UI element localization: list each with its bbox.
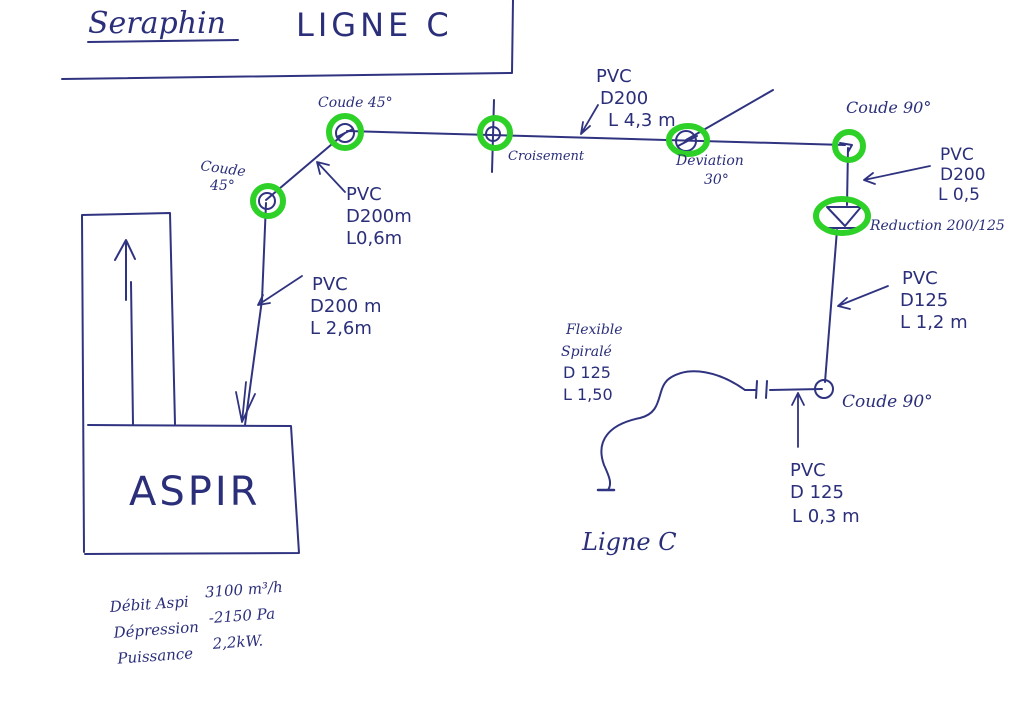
elbow-45-top-mark [336,128,354,138]
pipe-right-upper-diameter: D200 [940,165,986,185]
line-c-label: Ligne C [581,528,677,556]
pipe-top-diameter: D200 [600,88,648,109]
label-deviation-2: 30° [704,172,729,188]
pipe-bottom-type: PVC [790,460,826,481]
fitting-symbols [258,123,862,399]
label-coude45-top: Coude 45° [318,95,393,111]
label-deviation-1: Deviation [675,153,744,169]
pipe-diag-length: L0,6m [346,228,402,249]
pipe-vertical-left [244,202,267,426]
pipe-right-upper-type: PVC [940,145,974,165]
pipe-top-length: L 4,3 m [608,110,676,131]
pipe-top-type: PVC [596,66,632,87]
flexible-hose [600,370,746,491]
arrow-top-pipe [580,104,599,135]
pipe-right-lower [824,229,838,383]
deviation-branch [685,89,774,141]
header-frame [61,0,514,80]
header-title: Seraphin [88,6,226,41]
arrow-diag-pipe [316,161,346,193]
aspirator: ASPIR [81,212,300,555]
flex-line1: Flexible [565,322,623,338]
label-coude45-left-2: 45° [209,178,235,194]
spec-2-label: Puissance [116,644,194,667]
pipe-diag-type: PVC [346,184,382,205]
highlight-deviation [666,123,710,157]
label-croisement: Croisement [508,149,585,164]
crossing-icon [485,126,501,142]
elbow-90-top-icon [839,142,853,153]
coupling-icon [744,380,768,399]
highlight-reduction [813,196,871,236]
pipe-right-upper-length: L 0,5 [938,185,980,205]
highlight-coude45-top [326,113,364,151]
elbow-45-top-icon [335,123,355,143]
reducer-icon [826,206,862,229]
header-box: Seraphin LIGNE C [61,0,514,80]
pipe-right-lower-type: PVC [902,268,938,289]
pipe-vertical-type: PVC [312,274,348,295]
header-title-underline [87,39,239,43]
label-coude90-bottom: Coude 90° [842,392,933,412]
header-subtitle: LIGNE C [296,6,453,44]
highlight-croisement [477,115,513,151]
aspirator-chimney [81,212,176,553]
pipe-right-lower-diameter: D125 [900,290,948,311]
specs-block: Débit Aspi 3100 m³/h Dépression -2150 Pa… [108,578,283,668]
pipe-bottom-diameter: D 125 [790,482,844,503]
label-coude90-top: Coude 90° [846,98,931,117]
elbow-90-bottom-icon [814,379,834,399]
highlight-coude90-top [832,129,866,163]
pipe-top-run [346,130,846,146]
elbow-45-left-icon [258,192,276,210]
spec-1-label: Dépression [112,618,199,642]
highlight-coude45-left [250,183,286,219]
spec-0-value: 3100 m³/h [204,578,283,601]
arrow-bottom-pipe [791,392,805,448]
pipe-bottom-length: L 0,3 m [792,506,860,527]
spec-1-value: -2150 Pa [208,605,275,628]
croisement-pipe [491,99,495,173]
flex-line2: Spiralé [561,344,612,360]
pipe-diag-diameter: D200m [346,206,412,227]
pipe-vertical-diameter: D200 m [310,296,381,317]
pipe-right-lower-length: L 1,2 m [900,312,968,333]
aspirator-label: ASPIR [129,469,260,515]
leader-arrows [235,104,931,448]
pipe-bottom [769,388,823,391]
label-reduction: Reduction 200/125 [869,218,1005,234]
deviation-tee-mark [677,135,698,147]
spec-2-value: 2,2kW. [211,631,264,653]
highlight-marks [250,113,871,236]
flex-length: L 1,50 [563,385,613,404]
arrow-right-upper-pipe [863,165,931,185]
aspirator-body [84,424,300,555]
arrow-right-lower-pipe [837,285,889,310]
arrow-into-aspirator [235,381,256,423]
exhaust-arrow-icon [114,239,136,301]
pipe-vertical-length: L 2,6m [310,318,372,339]
label-coude45-left-1: Coude [199,158,246,180]
fitting-labels: Coude 45° Coude 45° Croisement Deviation… [199,95,1004,412]
pipe-labels: PVC D200m L0,6m PVC D200 m L 2,6m PVC D2… [310,66,986,527]
flex-diameter: D 125 [563,363,611,382]
spec-0-label: Débit Aspi [108,593,189,617]
arrow-vertical-pipe [257,275,303,306]
